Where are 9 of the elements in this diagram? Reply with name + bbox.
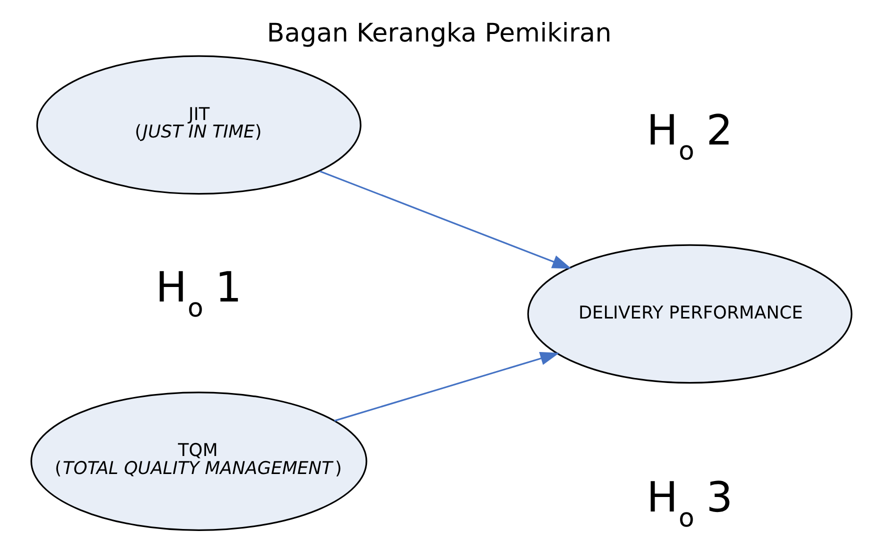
node-ellipse: TQM (TOTAL QUALITY MANAGEMENT) [30,392,367,531]
arrow [334,352,559,422]
label: H$_{o}$ 3 [646,472,732,534]
label: H$_{o}$ 1 [155,262,242,324]
node-ellipse: JIT (JUST IN TIME) [36,55,361,195]
label: H$_{o}$ 2 [646,106,732,167]
diagram-title: Bagan Kerangka Pemikiran [266,18,611,48]
arrow [319,170,572,269]
node-ellipse: DELIVERY PERFORMANCE [526,244,852,384]
